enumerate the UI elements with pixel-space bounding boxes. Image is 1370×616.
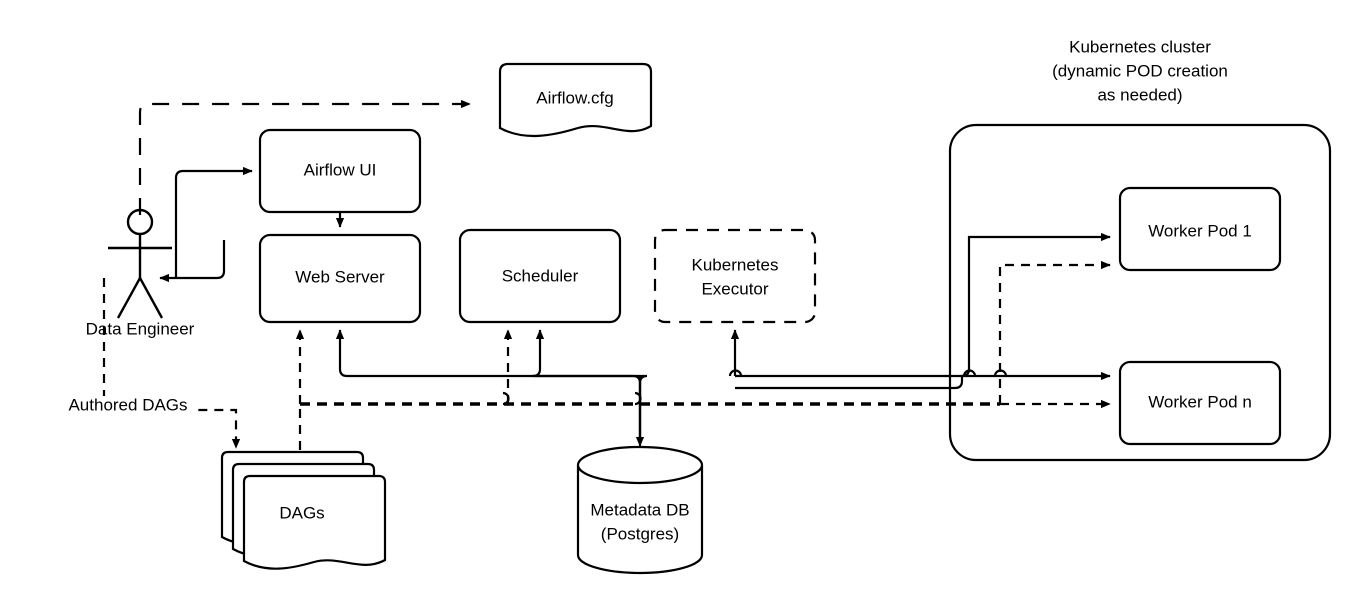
cluster-caption-line1: Kubernetes cluster bbox=[1069, 37, 1211, 56]
kubernetes-executor-label-line2: Executor bbox=[701, 279, 768, 298]
edge-db-to-web-server bbox=[335, 329, 642, 440]
actor-data-engineer[interactable]: Data Engineer bbox=[86, 208, 195, 338]
edge-engineer-to-airflow-ui bbox=[174, 166, 253, 278]
node-metadata-db[interactable]: Metadata DB (Postgres) bbox=[576, 445, 704, 575]
edge-dags-to-worker-pod-1 bbox=[998, 260, 1111, 404]
edge-engineer-to-dags bbox=[102, 278, 241, 449]
line-jumps bbox=[502, 369, 1008, 406]
worker-pod-1-shape bbox=[1118, 186, 1282, 272]
airflow-ui-label: Airflow UI bbox=[304, 160, 377, 179]
edge-db-to-scheduler bbox=[532, 329, 648, 440]
line-jump-right-a bbox=[962, 369, 977, 377]
scheduler-shape bbox=[458, 228, 622, 324]
node-scheduler[interactable]: Scheduler bbox=[458, 228, 622, 324]
worker-pod-1-label: Worker Pod 1 bbox=[1148, 221, 1252, 240]
node-web-server[interactable]: Web Server bbox=[258, 233, 422, 324]
edge-executor-to-worker-pod-n bbox=[735, 371, 1111, 390]
line-jump-scheduler-riser bbox=[502, 391, 510, 406]
scheduler-label: Scheduler bbox=[502, 266, 579, 285]
airflow-cfg-label: Airflow.cfg bbox=[536, 88, 613, 107]
node-worker-pod-1[interactable]: Worker Pod 1 bbox=[1118, 186, 1282, 272]
edge-label-backdrop bbox=[62, 396, 194, 416]
metadata-db-label-line2: (Postgres) bbox=[601, 524, 679, 543]
cluster-caption-line2: (dynamic POD creation bbox=[1052, 61, 1228, 80]
actor-label: Data Engineer bbox=[86, 319, 195, 338]
airflow-cfg-shape bbox=[498, 62, 653, 138]
worker-pod-n-shape bbox=[1118, 360, 1282, 446]
line-jump-right-b bbox=[993, 369, 1008, 377]
dags-label: DAGs bbox=[279, 503, 324, 522]
airflow-ui-shape bbox=[258, 128, 422, 214]
actor-legs bbox=[116, 277, 164, 319]
kubernetes-cluster-group: Kubernetes cluster (dynamic POD creation… bbox=[948, 37, 1332, 462]
web-server-shape bbox=[258, 233, 422, 324]
node-dags[interactable]: DAGs bbox=[220, 450, 387, 570]
kubernetes-executor-label-line1: Kubernetes bbox=[692, 255, 779, 274]
metadata-db-top bbox=[576, 445, 704, 485]
node-airflow-cfg[interactable]: Airflow.cfg bbox=[498, 62, 653, 138]
cluster-caption-line3: as needed) bbox=[1097, 85, 1182, 104]
node-worker-pod-n[interactable]: Worker Pod n bbox=[1118, 360, 1282, 446]
kubernetes-cluster-boundary bbox=[948, 123, 1332, 462]
web-server-label: Web Server bbox=[295, 267, 385, 286]
node-airflow-ui[interactable]: Airflow UI bbox=[258, 128, 422, 214]
edge-ui-to-engineer bbox=[159, 240, 226, 283]
kubernetes-executor-shape bbox=[653, 228, 817, 324]
worker-pod-n-label: Worker Pod n bbox=[1148, 392, 1252, 411]
node-kubernetes-executor[interactable]: Kubernetes Executor bbox=[653, 228, 817, 324]
dags-shape-front bbox=[242, 474, 387, 570]
metadata-db-label-line1: Metadata DB bbox=[590, 500, 689, 519]
edge-engineer-to-airflow-cfg bbox=[138, 99, 471, 215]
metadata-db-body bbox=[576, 465, 704, 575]
line-jump-db-riser bbox=[634, 391, 642, 406]
line-jump-executor bbox=[728, 369, 743, 377]
edge-label-authored-dags-text: Authored DAGs bbox=[68, 395, 187, 414]
